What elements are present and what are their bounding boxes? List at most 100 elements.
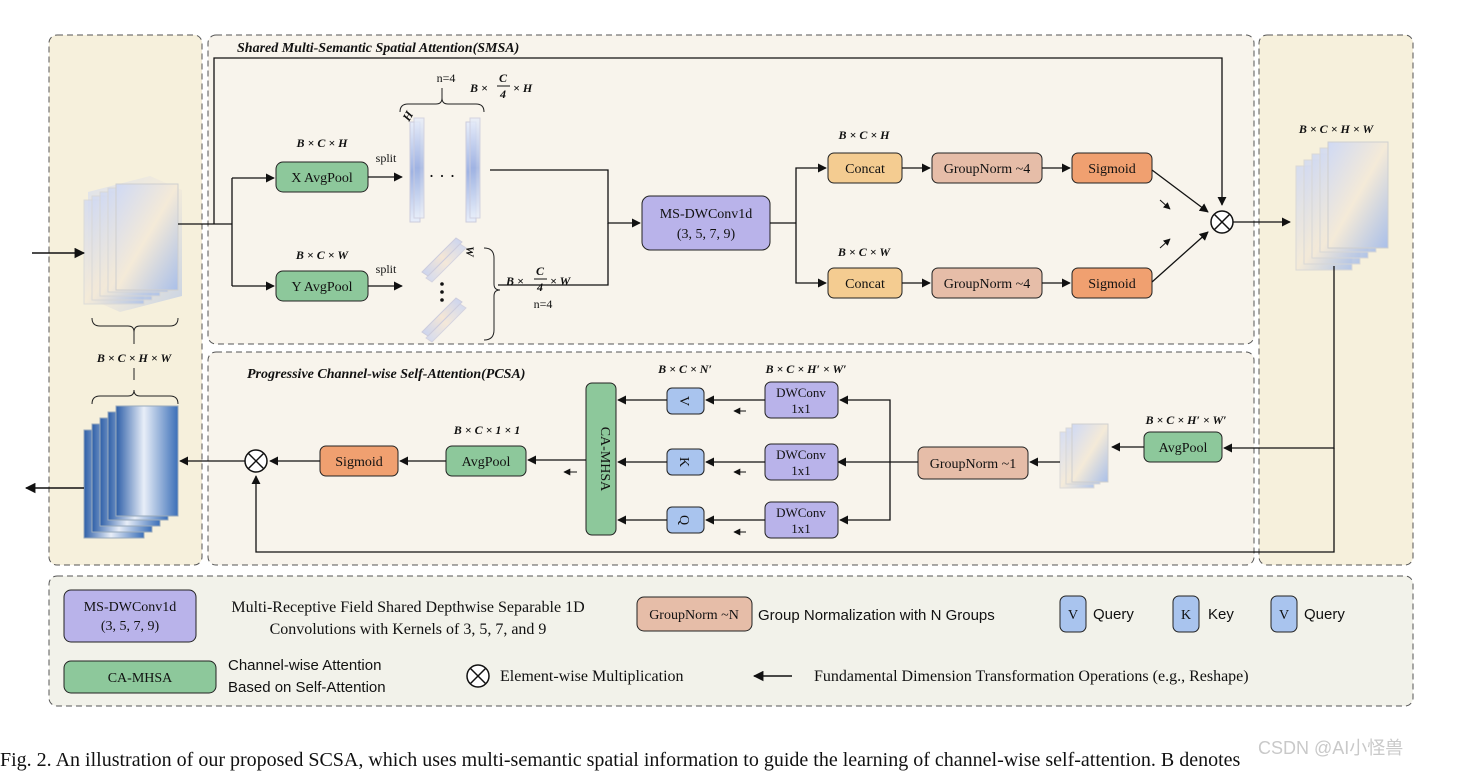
svg-text:1x1: 1x1 [791, 463, 811, 478]
svg-text:B ×: B × [505, 274, 524, 288]
legend-ca-mhsa-box [63, 660, 217, 694]
legend-ms-dwconv-label: MS-DWConv1d [84, 600, 177, 615]
groupnorm-pcsa-label: GroupNorm ~1 [930, 457, 1017, 472]
multiply-op-top [1210, 210, 1234, 234]
legend-ms-dwconv-box [63, 589, 197, 643]
dim-bch-x: B × C × H [295, 136, 348, 150]
legend-ca-desc-1: Channel-wise Attention [228, 657, 381, 674]
concat-top-label: Concat [845, 162, 885, 177]
w-strips [421, 237, 467, 343]
dim-left-bchw: B × C × H × W [96, 351, 173, 365]
w-strips-brace [483, 247, 501, 341]
legend-k-box [1172, 595, 1200, 633]
sigmoid-bottom-label: Sigmoid [1088, 277, 1135, 292]
svg-text:1x1: 1x1 [791, 521, 811, 536]
k-label: K [676, 457, 691, 467]
sigmoid-bottom-box [1071, 267, 1153, 299]
label-W: W [463, 246, 477, 258]
dim-bc4h: B × C 4 × H [469, 71, 533, 101]
dwconv-k: DWConv 1x1 [764, 443, 839, 481]
dim-concat-top: B × C × H [837, 128, 890, 142]
legend-ms-desc-1: Multi-Receptive Field Shared Depthwise S… [231, 599, 584, 616]
residual-path-bottom [251, 448, 1335, 553]
ms-dwconv1d-kernels: (3, 5, 7, 9) [677, 227, 736, 242]
avgpool-left-label: AvgPool [462, 455, 511, 470]
svg-text:4: 4 [499, 87, 506, 101]
legend-groupnorm-label: GroupNorm ~N [649, 608, 739, 623]
dwconv-v: DWConv 1x1 [764, 381, 839, 419]
svg-text:DWConv: DWConv [776, 385, 826, 400]
input-feature-stack [83, 176, 182, 312]
svg-text:× H: × H [513, 81, 533, 95]
legend-query-2: Query [1304, 606, 1345, 623]
v-label: V [676, 396, 691, 406]
y-avgpool-label: Y AvgPool [291, 280, 352, 295]
legend-mult-desc: Element-wise Multiplication [500, 668, 684, 685]
legend-v2-label: V [1279, 608, 1289, 623]
legend-reshape-desc: Fundamental Dimension Transformation Ope… [814, 668, 1249, 685]
dim-bchw-prime: B × C × H′ × W′ [764, 362, 846, 376]
smsa-panel [207, 34, 1255, 345]
smsa-title: Shared Multi-Semantic Spatial Attention(… [237, 41, 519, 56]
smsa-output-feature-stack [1295, 141, 1389, 271]
n4-bottom: n=4 [534, 297, 553, 311]
svg-text:C: C [536, 264, 545, 278]
legend-query-1: Query [1093, 606, 1134, 623]
legend-v-label: V [1068, 608, 1078, 623]
left-brace-top [91, 389, 179, 405]
legend-groupnorm-box [636, 596, 753, 632]
dim-right-bchw: B × C × H × W [1298, 122, 1375, 136]
n4-top: n=4 [437, 71, 456, 85]
split-label-bottom: split [376, 262, 397, 276]
ca-mhsa-label: CA-MHSA [597, 427, 612, 492]
legend-key: Key [1208, 606, 1234, 623]
legend-multiply-icon [466, 664, 490, 688]
legend-ca-mhsa-label: CA-MHSA [108, 671, 173, 686]
dim-bcw-y: B × C × W [295, 248, 349, 262]
sigmoid-top-label: Sigmoid [1088, 162, 1135, 177]
dim-bchw-prime-right: B × C × H′ × W′ [1144, 413, 1226, 427]
sigmoid-top-box [1071, 152, 1153, 184]
groupnorm-pcsa-box [917, 446, 1029, 480]
multiply-op-bottom [244, 449, 268, 473]
pooled-feature-stack [1059, 423, 1109, 489]
svg-text:DWConv: DWConv [776, 505, 826, 520]
legend-groupnorm-desc: Group Normalization with N Groups [758, 607, 995, 624]
dim-concat-bottom: B × C × W [837, 245, 891, 259]
pcsa-title: Progressive Channel-wise Self-Attention(… [247, 367, 525, 382]
sigmoid-pcsa-label: Sigmoid [335, 455, 382, 470]
concat-bottom-label: Concat [845, 277, 885, 292]
watermark: CSDN @AI小怪兽 [1258, 738, 1403, 758]
svg-text:1x1: 1x1 [791, 401, 811, 416]
legend-k-label: K [1181, 608, 1191, 623]
w-strips-dots [440, 282, 444, 302]
dim-bcn-prime: B × C × N′ [657, 362, 712, 376]
legend-ca-desc-2: Based on Self-Attention [228, 679, 386, 696]
dim-bc11: B × C × 1 × 1 [453, 423, 521, 437]
h-strips [409, 117, 481, 223]
pcsa-panel [207, 351, 1255, 566]
groupnorm-top-label: GroupNorm ~4 [944, 162, 1031, 177]
svg-text:4: 4 [536, 280, 543, 294]
ca-mhsa-box [585, 382, 617, 536]
legend-ms-dwconv-kernels: (3, 5, 7, 9) [101, 619, 160, 634]
ms-dwconv1d-label: MS-DWConv1d [660, 207, 753, 222]
v-box [666, 387, 705, 415]
avgpool-right-label: AvgPool [1159, 441, 1208, 456]
split-label-top: split [376, 151, 397, 165]
svg-text:DWConv: DWConv [776, 447, 826, 462]
legend-ms-desc-2: Convolutions with Kernels of 3, 5, 7, an… [270, 621, 547, 638]
figure-caption: Fig. 2. An illustration of our proposed … [0, 749, 1241, 771]
svg-text:× W: × W [550, 274, 572, 288]
svg-text:B ×: B × [469, 81, 488, 95]
legend-v2-box [1270, 595, 1298, 633]
residual-path-top [213, 57, 1227, 224]
dwconv-q: DWConv 1x1 [764, 501, 839, 539]
svg-text:C: C [499, 71, 508, 85]
groupnorm-bottom-label: GroupNorm ~4 [944, 277, 1031, 292]
output-feature-stack [83, 405, 179, 539]
strips-ellipsis: · · · [429, 166, 456, 186]
x-avgpool-label: X AvgPool [291, 171, 353, 186]
